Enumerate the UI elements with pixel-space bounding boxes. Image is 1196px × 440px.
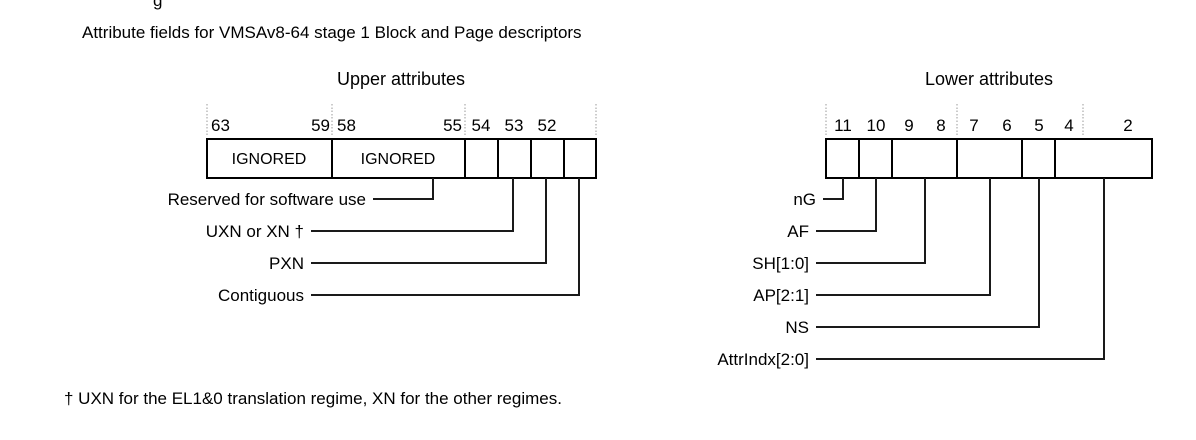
lower-bit-label-9: 9	[904, 116, 913, 135]
leader-ap	[816, 178, 991, 296]
figure-caption: Attribute fields for VMSAv8-64 stage 1 B…	[82, 23, 582, 42]
callout-label-af: AF	[787, 222, 809, 241]
leader-ng	[823, 178, 844, 200]
callout-label-ns: NS	[785, 318, 809, 337]
lower-bit-label-4: 4	[1064, 116, 1073, 135]
upper-bit-label-53: 53	[505, 116, 524, 135]
upper-bit-label-63: 63	[211, 116, 230, 135]
callout-label-ng: nG	[793, 190, 816, 209]
upper-attributes-heading: Upper attributes	[337, 69, 465, 89]
lower-bit-label-2: 2	[1123, 116, 1132, 135]
leader-ns	[816, 178, 1040, 328]
callout-label-contiguous: Contiguous	[218, 286, 304, 305]
lower-bit-label-10: 10	[867, 116, 886, 135]
lower-bit-label-11: 11	[834, 116, 852, 135]
leader-contiguous	[311, 178, 580, 296]
leader-sh	[816, 178, 926, 264]
lower-bit-label-7: 7	[969, 116, 978, 135]
callout-label-ap: AP[2:1]	[753, 286, 809, 305]
upper-bit-label-54: 54	[472, 116, 491, 135]
lower-attributes-heading: Lower attributes	[925, 69, 1053, 89]
leader-af	[816, 178, 877, 232]
clipped-glyph-above: g	[153, 0, 162, 10]
upper-bit-label-59: 59	[311, 116, 330, 135]
lower-bit-label-6: 6	[1002, 116, 1011, 135]
upper-field-ignored-1: IGNORED	[232, 151, 307, 168]
lower-bit-label-8: 8	[936, 116, 945, 135]
upper-bit-label-58: 58	[337, 116, 356, 135]
upper-attributes-box	[205, 137, 598, 180]
leader-uxn-or-xn	[311, 178, 514, 232]
callout-label-reserved-for-software-use: Reserved for software use	[168, 190, 366, 209]
callout-label-attrindx: AttrIndx[2:0]	[717, 350, 809, 369]
leader-reserved-for-software-use	[373, 178, 434, 200]
figure-footnote: † UXN for the EL1&0 translation regime, …	[64, 389, 562, 408]
callout-label-uxn-or-xn: UXN or XN †	[206, 222, 304, 241]
leader-attrindx	[816, 178, 1105, 360]
callout-label-sh: SH[1:0]	[752, 254, 809, 273]
leader-pxn	[311, 178, 547, 264]
callout-label-pxn: PXN	[269, 254, 304, 273]
lower-attributes-box	[824, 137, 1154, 180]
upper-bit-label-52: 52	[538, 116, 557, 135]
upper-bit-label-55: 55	[443, 116, 462, 135]
upper-field-ignored-2: IGNORED	[361, 151, 436, 168]
lower-bit-label-5: 5	[1034, 116, 1043, 135]
